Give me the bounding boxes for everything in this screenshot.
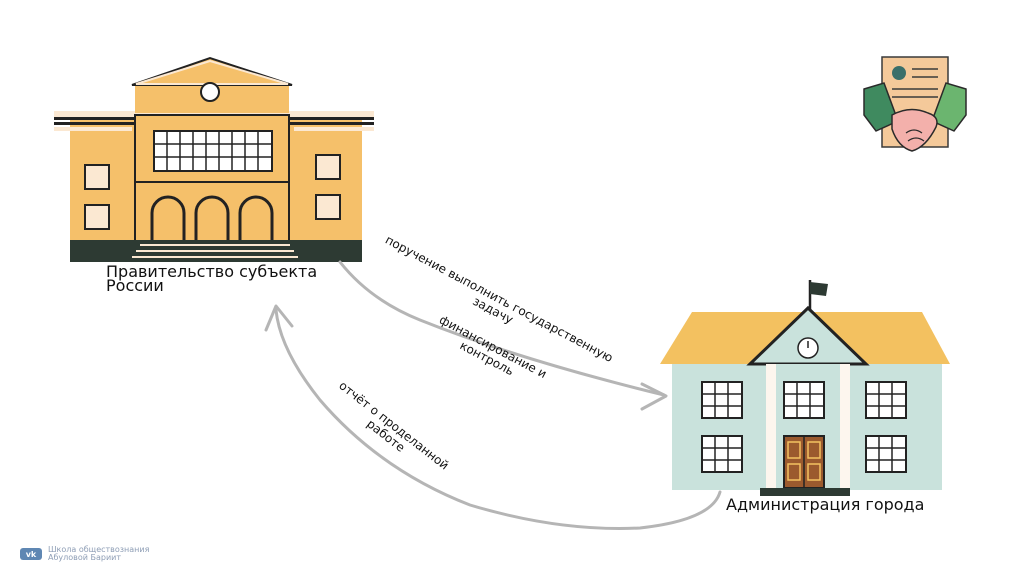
government-building-illustration <box>54 56 374 262</box>
government-label-line1: Правительство субъекта <box>106 262 318 281</box>
report-arrow <box>274 308 722 531</box>
government-label-line2: России <box>106 276 164 295</box>
watermark-line1: Школа обществознания <box>48 545 150 554</box>
handshake-contract-icon <box>863 56 967 152</box>
city-administration-label: Администрация города <box>726 495 925 514</box>
watermark-text: Школа обществознания Абуловой Бариит <box>48 546 149 562</box>
vk-logo-icon: vk <box>20 548 42 560</box>
order-arrow <box>338 260 666 397</box>
watermark-line2: Абуловой Бариит <box>48 553 122 562</box>
government-label: Правительство субъекта России <box>106 262 318 295</box>
report-arrowhead <box>264 304 294 332</box>
order-arrowhead <box>640 382 668 411</box>
city-administration-building-illustration <box>660 280 950 496</box>
watermark: vk Школа обществознания Абуловой Бариит <box>20 546 149 562</box>
